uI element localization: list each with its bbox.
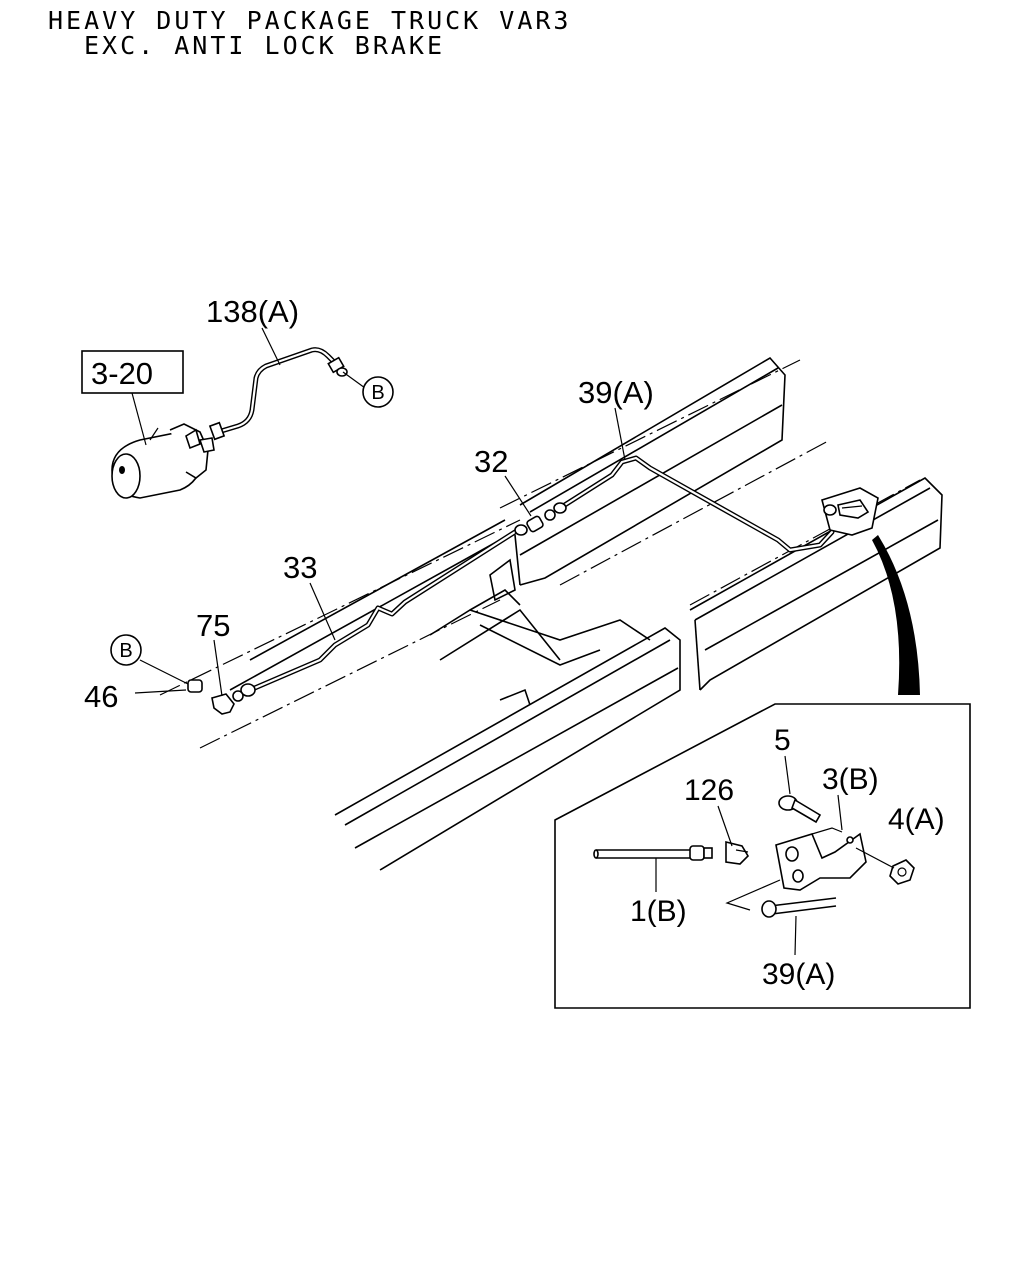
frame-rails: [159, 356, 943, 871]
callout-33: 33: [283, 550, 317, 585]
svg-text:B: B: [371, 382, 384, 404]
diagram-subtitle: EXC. ANTI LOCK BRAKE: [84, 31, 446, 60]
callout-39a-main: 39(A): [578, 375, 654, 410]
callout-39a-detail: 39(A): [762, 958, 835, 991]
leader-3-20: [131, 392, 147, 446]
detail-box: [554, 703, 971, 1009]
diagram-title: HEAVY DUTY PACKAGE TRUCK VAR3: [48, 6, 572, 35]
connector-b-bottom: B: [110, 634, 142, 666]
brake-pipes: [215, 347, 835, 693]
callout-46: 46: [84, 679, 118, 714]
callout-138a: 138(A): [206, 294, 299, 329]
callout-32: 32: [474, 444, 508, 479]
callout-126: 126: [684, 774, 734, 807]
callout-5: 5: [774, 724, 791, 757]
detail-pointer: [872, 535, 920, 695]
bracket-upper: [821, 487, 879, 536]
line-fittings: [232, 356, 567, 702]
leader-lines: [134, 327, 626, 697]
callout-4a: 4(A): [888, 803, 945, 836]
callout-1b: 1(B): [630, 895, 687, 928]
callout-3b: 3(B): [822, 763, 879, 796]
brake-booster: [111, 421, 226, 499]
reference-label: 3-20: [91, 356, 153, 391]
svg-text:B: B: [119, 640, 132, 662]
connector-b-top: B: [362, 376, 394, 408]
callout-75: 75: [196, 608, 230, 643]
fitting-75-assembly: [187, 679, 235, 715]
